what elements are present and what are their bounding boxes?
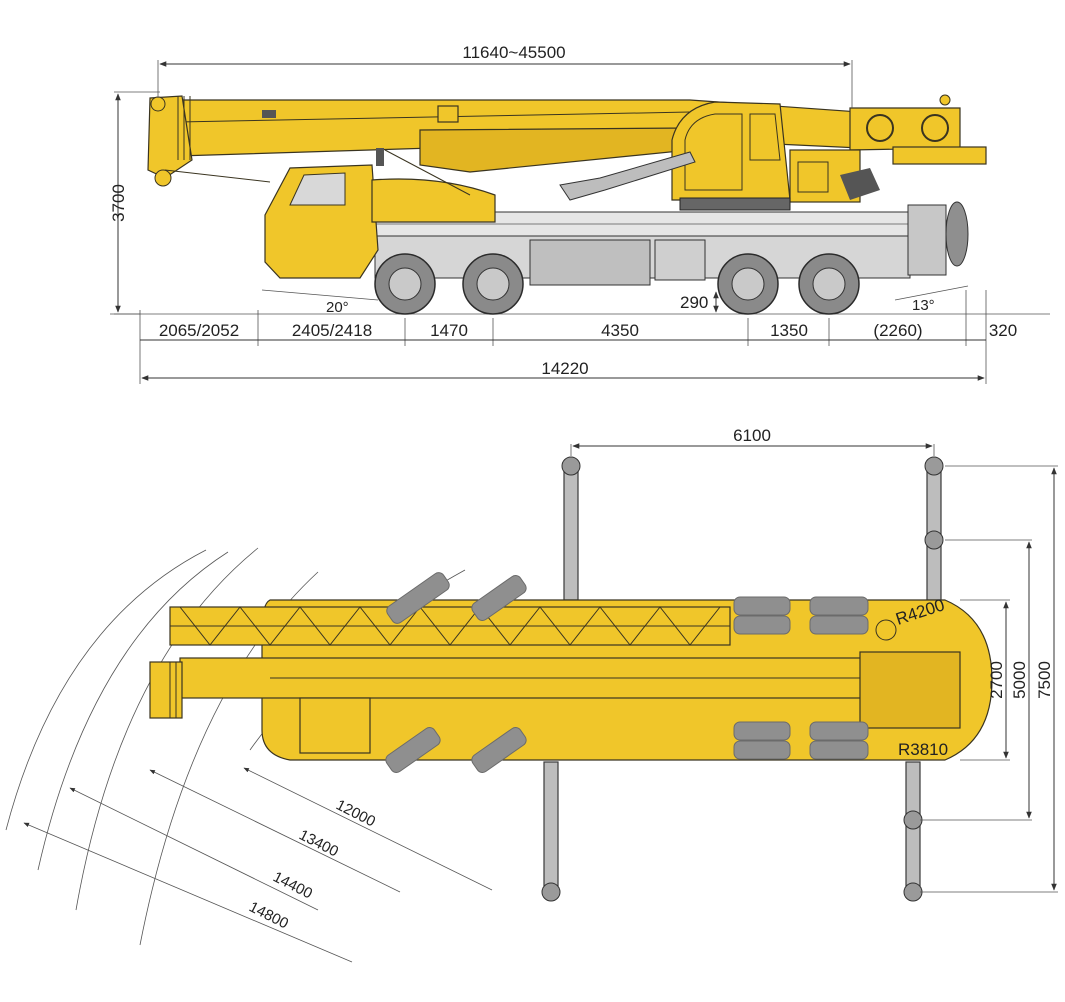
turning-radius-13400: 13400 <box>296 826 341 860</box>
boom-head <box>147 95 271 187</box>
dim-segment-5: 1350 <box>770 321 808 340</box>
slewing-ring <box>679 197 791 211</box>
main-boom-top <box>149 657 921 719</box>
turning-arc-4 <box>5 549 207 831</box>
jib-lattice <box>169 606 731 646</box>
turning-arc-3 <box>37 551 229 871</box>
tire-3 <box>385 727 441 773</box>
ground-clearance-label: 290 <box>680 293 708 312</box>
dim-segment-4: 4350 <box>601 321 639 340</box>
tire-2 <box>471 575 527 621</box>
outriggers <box>541 456 944 902</box>
approach-angle-label: 20° <box>326 299 349 316</box>
dim-height: 3700 <box>109 184 128 222</box>
dim-segment-3: 1470 <box>430 321 468 340</box>
turntable-top <box>859 651 961 729</box>
dim-segment-6: (2260) <box>873 321 922 340</box>
dim-segment-7: 320 <box>989 321 1017 340</box>
dim-boom-length: 11640~45500 <box>462 43 565 62</box>
tires-top <box>385 572 869 773</box>
dim-segment-1: 2065/2052 <box>159 321 239 340</box>
dim-overall-length: 14220 <box>541 359 588 378</box>
boom-rear <box>849 94 987 165</box>
outrigger-rear-left <box>543 761 559 893</box>
carrier-cab <box>264 148 496 279</box>
dim-outrigger-full: 7500 <box>1035 661 1054 699</box>
wheels <box>374 253 860 315</box>
side-view: 11640~45500 3700 20° 13° 290 2065/2052 2… <box>109 43 1050 384</box>
tire-1 <box>386 572 450 624</box>
dim-outrigger-mid: 5000 <box>1010 661 1029 699</box>
dim-outrigger-span: 6100 <box>733 426 771 445</box>
operator-cab <box>671 101 880 203</box>
turning-radius-14800: 14800 <box>246 898 291 932</box>
departure-angle-label: 13° <box>912 297 935 314</box>
turning-arc-2 <box>75 547 259 911</box>
dim-segment-2: 2405/2418 <box>292 321 372 340</box>
turning-radius-12000: 12000 <box>333 796 378 830</box>
carrier-cab-top <box>299 697 371 754</box>
dim-body-width: 2700 <box>987 661 1006 699</box>
tire-4 <box>471 727 527 773</box>
tail-radius-3810: R3810 <box>898 740 948 759</box>
outrigger-front-left <box>563 467 579 601</box>
top-view: 12000 13400 14400 14800 <box>5 426 1058 963</box>
luffing-cylinder <box>559 151 696 201</box>
